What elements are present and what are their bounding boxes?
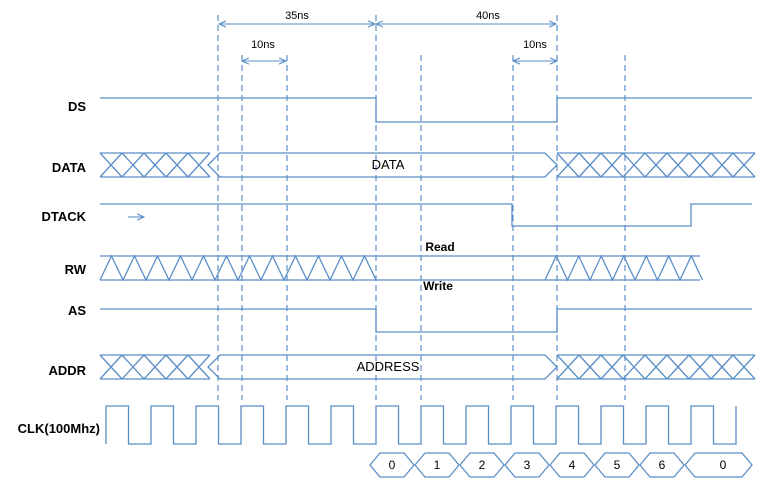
dim-10ns-left-label: 10ns <box>251 39 275 51</box>
signal-label-rw: RW <box>65 262 87 277</box>
counter-cell: 0 <box>684 452 753 478</box>
data-bus: DATA <box>99 152 756 178</box>
counter-value: 0 <box>389 458 396 472</box>
clk-waveform <box>105 405 737 445</box>
dim-10ns-right-label: 10ns <box>523 39 547 51</box>
cycle-counter: 0 1 2 3 4 5 6 0 <box>369 452 753 478</box>
counter-cell: 5 <box>594 452 640 478</box>
signal-label-dtack: DTACK <box>41 209 86 224</box>
ds-waveform <box>100 97 752 123</box>
undefined-crosshatch <box>556 354 756 380</box>
rw-read-label: Read <box>425 240 454 254</box>
addr-bus-value: ADDRESS <box>357 359 420 374</box>
signal-label-data: DATA <box>52 160 87 175</box>
rw-write-label: Write <box>423 279 453 293</box>
addr-bus-undefined-left <box>99 354 211 380</box>
undefined-crosshatch <box>99 354 211 380</box>
undefined-crosshatch <box>99 152 211 178</box>
data-bus-undefined-right <box>556 152 756 178</box>
counter-cell: 0 <box>369 452 415 478</box>
as-waveform <box>100 308 752 333</box>
signal-labels: DS DATA DTACK RW AS ADDR CLK(100Mhz) <box>18 99 100 436</box>
counter-value: 2 <box>479 458 486 472</box>
dim-35ns-label: 35ns <box>285 10 309 22</box>
counter-cell: 6 <box>639 452 685 478</box>
dtack-signal <box>100 203 752 227</box>
signal-label-as: AS <box>68 303 86 318</box>
signal-label-ds: DS <box>68 99 86 114</box>
signal-label-addr: ADDR <box>48 363 86 378</box>
rw-undefined-left <box>99 254 377 282</box>
counter-cell: 3 <box>504 452 550 478</box>
undefined-zigzag <box>544 254 704 282</box>
addr-bus-undefined-right <box>556 354 756 380</box>
counter-value: 6 <box>659 458 666 472</box>
counter-cell: 4 <box>549 452 595 478</box>
guide-lines <box>217 15 626 400</box>
counter-value: 1 <box>434 458 441 472</box>
dtack-waveform <box>100 203 752 227</box>
data-bus-valid-segment <box>207 152 558 178</box>
undefined-crosshatch <box>556 152 756 178</box>
data-bus-value: DATA <box>372 157 405 172</box>
addr-bus: ADDRESS <box>99 354 756 380</box>
counter-value: 4 <box>569 458 576 472</box>
addr-bus-valid-segment <box>207 354 558 380</box>
undefined-zigzag <box>99 254 377 282</box>
rw-signal: Read Write <box>99 240 704 293</box>
counter-cell: 1 <box>414 452 460 478</box>
counter-value: 0 <box>720 458 727 472</box>
dimension-annotations: 35ns 40ns 10ns 10ns <box>219 10 557 61</box>
counter-cell: 2 <box>459 452 505 478</box>
signal-label-clk: CLK(100Mhz) <box>18 421 100 436</box>
counter-value: 5 <box>614 458 621 472</box>
dim-40ns-label: 40ns <box>476 10 500 22</box>
data-bus-undefined-left <box>99 152 211 178</box>
rw-undefined-right <box>544 254 704 282</box>
counter-value: 3 <box>524 458 531 472</box>
